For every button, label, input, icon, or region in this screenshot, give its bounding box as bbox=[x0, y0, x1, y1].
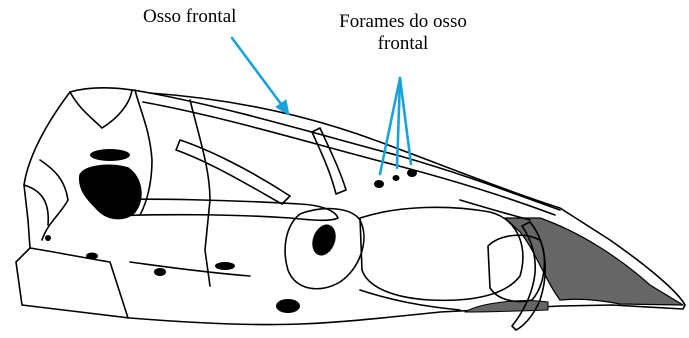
frontal-foramen bbox=[393, 175, 400, 181]
mental-foramen bbox=[215, 262, 235, 270]
frontal-bone-label: Osso frontal bbox=[143, 6, 236, 28]
cranial-suture bbox=[70, 90, 132, 128]
frontal-foramen bbox=[374, 180, 384, 188]
frontal-foramina-label: Forames do osso frontal bbox=[318, 11, 488, 55]
mandibular-foramen bbox=[154, 268, 166, 276]
frontal-foramina-label-line1: Forames do osso bbox=[318, 11, 488, 33]
frontal-bone-pointer bbox=[232, 38, 284, 108]
basal-foramen bbox=[276, 299, 300, 313]
infraorbital-foramen bbox=[308, 221, 340, 259]
zygomatic-bar bbox=[176, 140, 290, 204]
incisor bbox=[512, 222, 545, 330]
condyle-foramen bbox=[45, 235, 51, 241]
frontal-foramina-label-line2: frontal bbox=[318, 33, 488, 55]
zygomatic-bar bbox=[312, 128, 346, 194]
frontal-foramen bbox=[407, 169, 417, 177]
orbit-opening bbox=[80, 165, 141, 218]
maxilla-region bbox=[360, 207, 523, 300]
cranial-suture bbox=[190, 100, 210, 286]
rostrum-shading bbox=[505, 218, 683, 305]
optic-foramen bbox=[90, 149, 130, 161]
occipital-foramen bbox=[86, 253, 98, 260]
